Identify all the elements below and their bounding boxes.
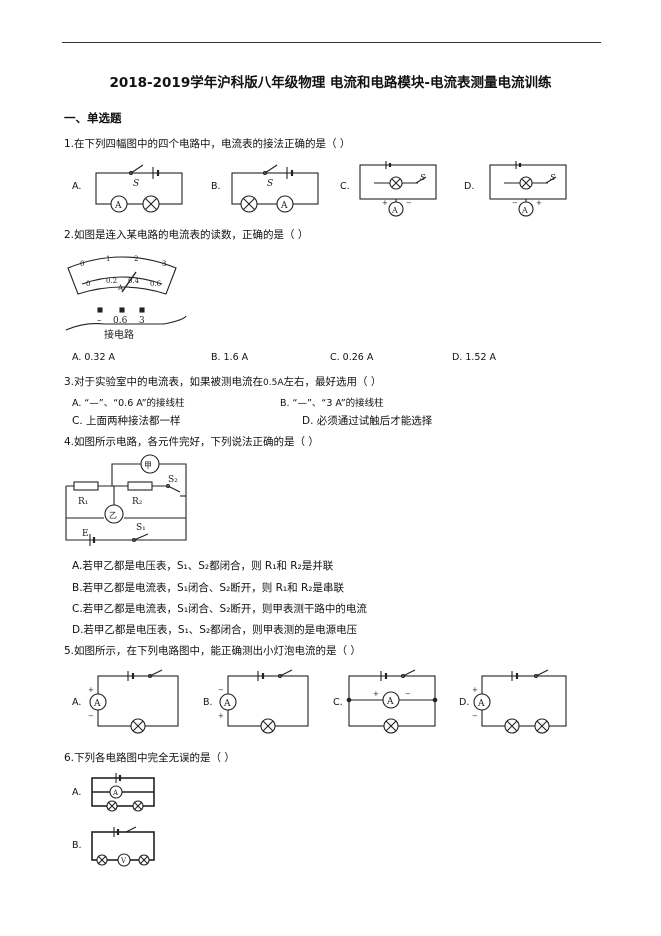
q6-circuit-b: V: [91, 826, 155, 867]
q1-option-a-label[interactable]: A.: [72, 181, 82, 192]
q4-meter-yi: 乙: [109, 511, 117, 520]
q2-scale-top-3: 3: [162, 260, 166, 268]
svg-text:+: +: [536, 199, 542, 207]
q1-circuit-d: S A − +: [489, 161, 567, 217]
q2-option-a[interactable]: A. 0.32 A: [72, 352, 116, 363]
q1-option-c-label[interactable]: C.: [340, 181, 350, 192]
q4-circuit-diagram: 甲 R₁ R₂ S₂ 乙 E S₁: [65, 454, 187, 546]
q2-option-d[interactable]: D. 1.52 A: [452, 352, 497, 363]
q5-option-a-label[interactable]: A.: [72, 697, 82, 708]
q5-circuit-d: A + −: [472, 669, 567, 734]
question-6-stem: 6.下列各电路图中完全无误的是（ ）: [64, 752, 235, 764]
q6-option-b-label[interactable]: B.: [72, 840, 82, 851]
q4-meter-jia: 甲: [144, 461, 152, 470]
svg-text:+: +: [88, 686, 94, 694]
q4-s2-label: S₂: [168, 475, 178, 485]
question-5-stem: 5.如图所示，在下列电路图中，能正确测出小灯泡电流的是（ ）: [64, 645, 361, 657]
q2-scale-bottom-2: 0.4: [128, 277, 140, 285]
question-3-stem: 3.对于实验室中的电流表，如果被测电流在0.5A左右，最好选用（ ）: [64, 374, 381, 389]
svg-text:−: −: [218, 686, 224, 694]
svg-text:A: A: [114, 201, 122, 211]
q3-option-d[interactable]: D. 必须通过试触后才能选择: [302, 415, 433, 427]
svg-text:−: −: [406, 199, 412, 207]
q3-stem-part-a: 3.对于实验室中的电流表，如果被测电流在: [64, 376, 264, 388]
svg-text:−: −: [512, 199, 518, 207]
q3-stem-part-b: 左右，最好选用（ ）: [283, 376, 382, 388]
question-1-stem: 1.在下列四幅图中的四个电路中，电流表的接法正确的是（ ）: [64, 138, 351, 150]
q1-option-b-label[interactable]: B.: [211, 181, 221, 192]
svg-text:+: +: [373, 690, 379, 698]
q5-option-c-label[interactable]: C.: [333, 697, 343, 708]
svg-text:V: V: [120, 857, 127, 865]
q4-option-b[interactable]: B.若甲乙都是电流表，S₁闭合、S₂断开，则 R₁和 R₂是串联: [72, 582, 344, 594]
svg-text:A: A: [93, 699, 101, 709]
q4-r2-label: R₂: [132, 497, 143, 507]
q2-scale-top-0: 0: [80, 260, 84, 268]
q5-option-b-label[interactable]: B.: [203, 697, 213, 708]
q4-r1-label: R₁: [78, 497, 88, 507]
svg-text:A: A: [391, 206, 398, 215]
svg-text:A: A: [280, 201, 288, 211]
svg-text:S: S: [420, 173, 426, 182]
q1-circuit-b: S A: [231, 164, 319, 213]
q3-stem-value: 0.5A: [263, 378, 284, 388]
q3-option-b[interactable]: B. “—”、“3 A”的接线柱: [280, 398, 384, 409]
q4-battery-label: E: [82, 529, 89, 539]
q2-scale-bottom-0: 0: [86, 280, 90, 288]
svg-text:S: S: [550, 173, 556, 182]
svg-text:A: A: [112, 789, 119, 797]
q5-option-d-label[interactable]: D.: [459, 697, 470, 708]
svg-text:−: −: [405, 690, 411, 698]
q2-scale-bottom-1: 0.2: [106, 277, 117, 285]
svg-text:+: +: [218, 712, 224, 720]
q2-option-c[interactable]: C. 0.26 A: [330, 352, 374, 363]
svg-text:+: +: [382, 199, 388, 207]
q5-circuit-c: A + −: [346, 669, 438, 734]
svg-text:A: A: [223, 699, 231, 709]
header-rule: [62, 42, 601, 43]
q6-circuit-a: A: [91, 773, 155, 812]
q2-terminal-neg: –: [97, 316, 102, 326]
svg-text:S: S: [267, 179, 273, 189]
q2-scale-bottom-3: 0.6: [150, 280, 162, 288]
q3-option-c[interactable]: C. 上面两种接法都一样: [72, 415, 181, 427]
q2-option-b[interactable]: B. 1.6 A: [211, 352, 249, 363]
q5-circuit-b: A − +: [218, 669, 309, 734]
q4-option-d[interactable]: D.若甲乙都是电压表，S₁、S₂都闭合，则甲表测的是电源电压: [72, 624, 358, 636]
q4-option-c[interactable]: C.若甲乙都是电流表，S₁闭合、S₂断开，则甲表测干路中的电流: [72, 603, 367, 615]
q2-meter-symbol: A: [117, 284, 124, 292]
svg-text:A: A: [521, 206, 528, 215]
q1-option-d-label[interactable]: D.: [464, 181, 475, 192]
svg-text:+: +: [472, 686, 478, 694]
q6-option-a-label[interactable]: A.: [72, 787, 82, 798]
section-heading: 一、单选题: [64, 111, 122, 125]
svg-text:S: S: [133, 179, 139, 189]
svg-text:−: −: [472, 712, 478, 720]
q2-terminal-3: 3: [139, 316, 145, 326]
q4-option-a[interactable]: A.若甲乙都是电压表，S₁、S₂都闭合，则 R₁和 R₂是并联: [72, 560, 334, 572]
q2-ammeter-dial: 0 1 2 3 0 0.2 0.4 0.6 A – 0.6 3 接电路: [65, 255, 187, 341]
page-title: 2018-2019学年沪科版八年级物理 电流和电路模块-电流表测量电流训练: [109, 75, 552, 91]
svg-text:A: A: [477, 699, 485, 709]
q2-terminal-06: 0.6: [113, 316, 128, 326]
svg-text:A: A: [386, 697, 394, 707]
q3-option-a[interactable]: A. “—”、“0.6 A”的接线柱: [72, 398, 185, 409]
q1-circuit-a: S A: [95, 164, 183, 213]
q5-circuit-a: A + −: [88, 669, 179, 734]
question-2-stem: 2.如图是连入某电路的电流表的读数，正确的是（ ）: [64, 229, 309, 241]
q4-s1-label: S₁: [136, 523, 146, 533]
q1-circuit-c: S A + −: [359, 161, 437, 217]
svg-text:−: −: [88, 712, 94, 720]
q2-meter-caption: 接电路: [104, 328, 134, 341]
q2-scale-top-1: 1: [106, 255, 110, 263]
question-4-stem: 4.如图所示电路，各元件完好，下列说法正确的是（ ）: [64, 436, 319, 448]
q2-scale-top-2: 2: [134, 255, 138, 263]
